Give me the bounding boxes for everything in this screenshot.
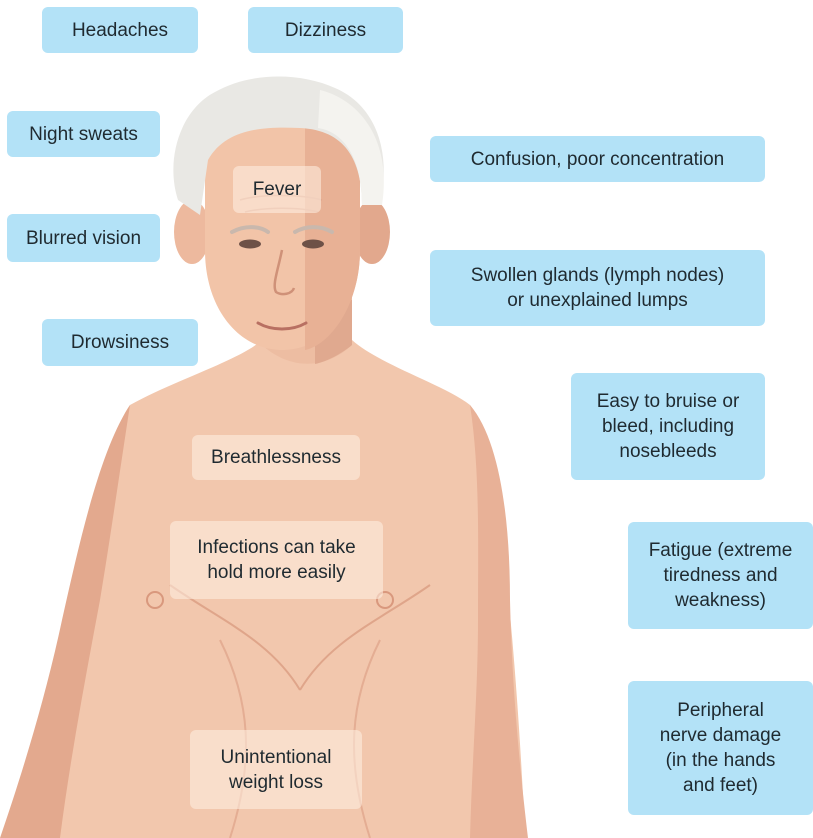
left-eye xyxy=(239,240,261,249)
headaches-label: Headaches xyxy=(42,7,198,53)
fever-label: Fever xyxy=(233,166,321,213)
night-sweats-label: Night sweats xyxy=(7,111,160,157)
infections-label: Infections can take hold more easily xyxy=(170,521,383,599)
bruise-bleed-label: Easy to bruise or bleed, including noseb… xyxy=(571,373,765,480)
weight-loss-label: Unintentional weight loss xyxy=(190,730,362,809)
nerve-damage-label: Peripheral nerve damage (in the hands an… xyxy=(628,681,813,815)
left-ear xyxy=(174,200,210,264)
breathlessness-label: Breathlessness xyxy=(192,435,360,480)
confusion-label: Confusion, poor concentration xyxy=(430,136,765,182)
drowsiness-label: Drowsiness xyxy=(42,319,198,366)
dizziness-label: Dizziness xyxy=(248,7,403,53)
right-eye xyxy=(302,240,324,249)
fatigue-label: Fatigue (extreme tiredness and weakness) xyxy=(628,522,813,629)
right-arm xyxy=(470,405,528,838)
blurred-vision-label: Blurred vision xyxy=(7,214,160,262)
swollen-glands-label: Swollen glands (lymph nodes) or unexplai… xyxy=(430,250,765,326)
